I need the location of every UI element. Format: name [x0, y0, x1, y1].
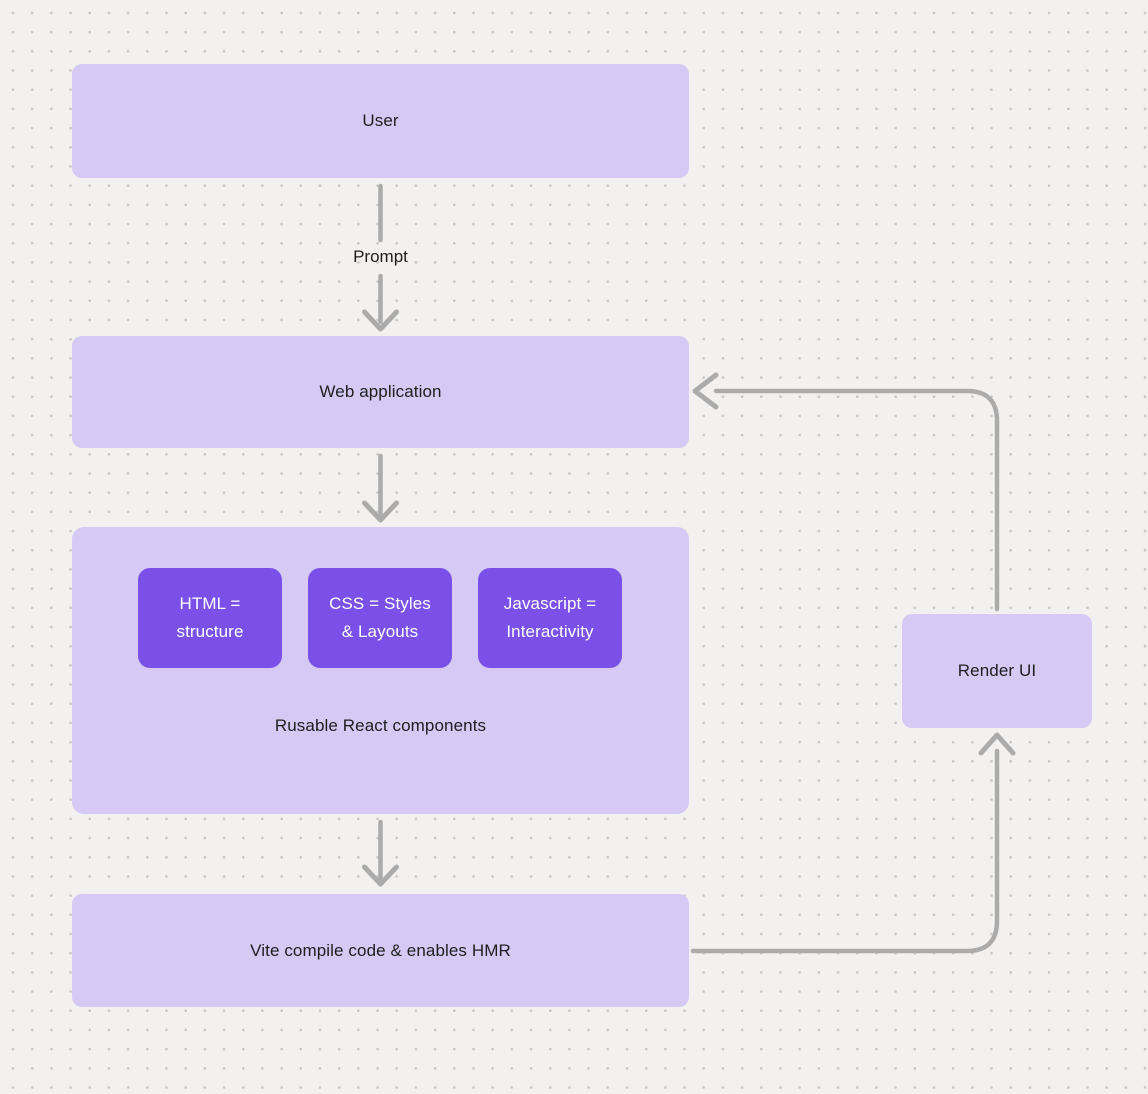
chip-css[interactable]: CSS = Styles & Layouts	[308, 568, 452, 668]
node-web-application[interactable]: Web application	[72, 336, 689, 448]
node-vite[interactable]: Vite compile code & enables HMR	[72, 894, 689, 1007]
node-components-group[interactable]: HTML = structure CSS = Styles & Layouts …	[72, 527, 689, 814]
chip-javascript-line-2: Interactivity	[506, 622, 594, 641]
chip-css-line-1: CSS = Styles	[329, 594, 431, 613]
chip-css-line-2: & Layouts	[341, 622, 419, 641]
components-group-caption: Rusable React components	[274, 716, 487, 735]
arrow-vite-to-render-ui[interactable]	[690, 732, 1016, 954]
arrow-components-to-vite[interactable]	[362, 819, 399, 887]
chip-javascript[interactable]: Javascript = Interactivity	[478, 568, 622, 668]
chip-javascript-line-1: Javascript =	[503, 594, 597, 613]
chip-html-line-1: HTML =	[179, 594, 241, 613]
arrow-render-ui-to-webapp[interactable]	[692, 372, 1000, 612]
node-web-application-label: Web application	[319, 382, 442, 401]
chip-html-line-2: structure	[176, 622, 244, 641]
chip-html[interactable]: HTML = structure	[138, 568, 282, 668]
edge-label-prompt[interactable]: Prompt	[353, 247, 408, 266]
node-render-ui-label: Render UI	[957, 661, 1037, 680]
arrow-webapp-to-components[interactable]	[362, 453, 399, 523]
node-render-ui[interactable]: Render UI	[902, 614, 1092, 728]
node-vite-label: Vite compile code & enables HMR	[250, 940, 511, 960]
node-user[interactable]: User	[72, 64, 689, 178]
node-user-label: User	[362, 111, 399, 130]
